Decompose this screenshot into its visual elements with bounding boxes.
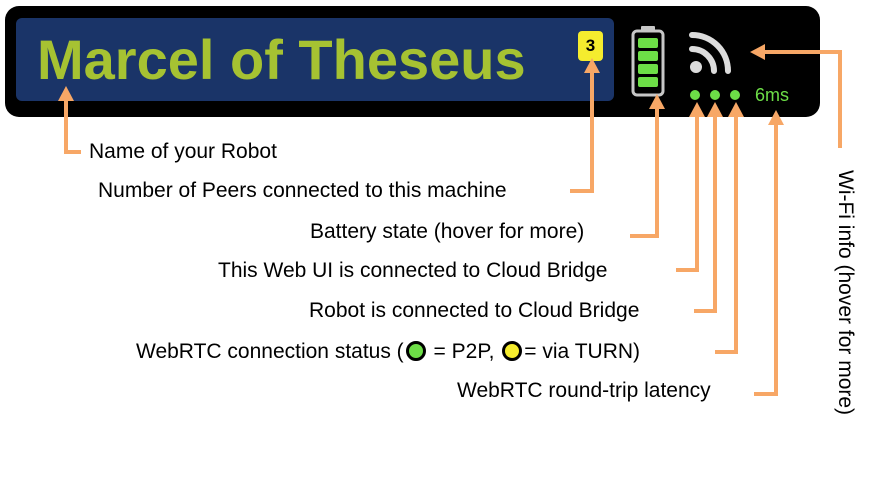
peers-annotation: Number of Peers connected to this machin… <box>98 179 507 202</box>
robot-name-box <box>16 18 614 101</box>
battery-icon[interactable] <box>630 26 666 98</box>
webrtc-annotation-p2p: = P2P, <box>433 340 495 363</box>
battery-annotation: Battery state (hover for more) <box>310 220 585 243</box>
p2p-legend-dot <box>405 341 426 361</box>
peers-callout-line <box>570 69 594 193</box>
name-callout-line <box>64 96 81 154</box>
robot-cloud-status-dot <box>710 90 720 100</box>
webui-cloud-status-dot <box>690 90 700 100</box>
battery-callout-line <box>630 104 659 238</box>
webrtc-status-dot <box>730 90 740 100</box>
robot-callout-line <box>694 112 717 313</box>
latency-callout-line <box>754 120 778 396</box>
webrtc-annotation-prefix: WebRTC connection status ( <box>136 340 404 363</box>
webui-callout-line <box>676 112 699 272</box>
peer-count-badge: 3 <box>578 31 603 61</box>
webrtc-annotation-turn: = via TURN) <box>524 340 641 363</box>
latency-annotation: WebRTC round-trip latency <box>457 379 711 402</box>
webui-annotation: This Web UI is connected to Cloud Bridge <box>218 259 608 282</box>
webrtc-annotation: WebRTC connection status ( = P2P, = via … <box>136 339 640 365</box>
latency-readout: 6ms <box>755 85 790 105</box>
wifi-annotation: Wi-Fi info (hover for more) <box>834 170 857 416</box>
turn-legend-dot <box>502 341 523 361</box>
robot-bridge-annotation: Robot is connected to Cloud Bridge <box>309 299 640 322</box>
webrtc-callout-line <box>715 112 738 354</box>
robot-name: Marcel of Theseus <box>37 28 526 91</box>
name-annotation: Name of your Robot <box>89 140 277 163</box>
wifi-icon[interactable] <box>687 24 739 76</box>
wifi-callout-line <box>762 50 842 148</box>
